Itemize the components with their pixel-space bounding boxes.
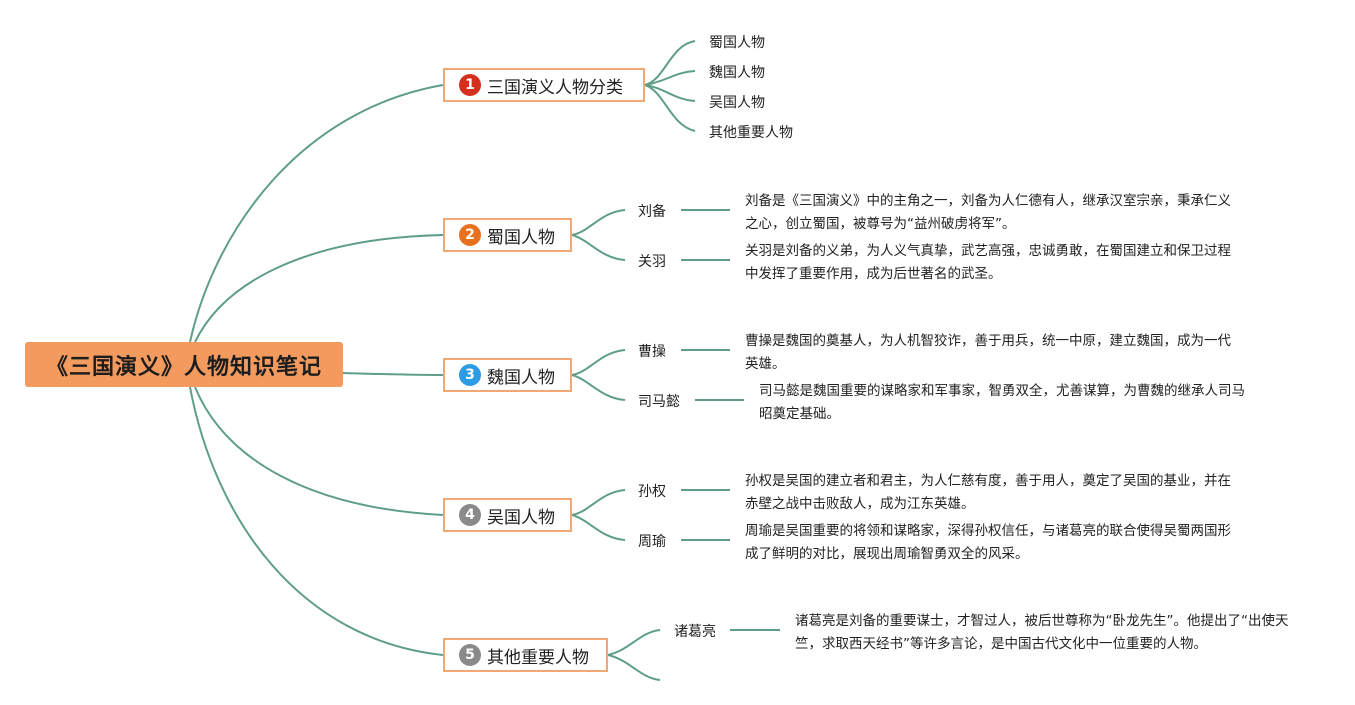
connector-root-4 <box>194 386 444 516</box>
connector-b3-caocao <box>571 349 626 376</box>
category-leaf[interactable]: 其他重要人物 <box>709 125 793 141</box>
desc-guanyu: 关羽是刘备的义弟，为人义气真挚，武艺高强，忠诚勇敢，在蜀国建立和保卫过程中发挥了… <box>745 243 1231 282</box>
connector-b3-simayi <box>571 374 626 401</box>
person-zhugeliang[interactable]: 诸葛亮 <box>674 624 716 640</box>
number-badge-1: 1 <box>459 74 481 96</box>
connector-b5-empty <box>607 654 661 681</box>
branch-1[interactable]: 1 三国演义人物分类 <box>443 68 645 102</box>
branch-4[interactable]: 4 吴国人物 <box>443 498 572 532</box>
desc-liubei: 刘备是《三国演义》中的主角之一，刘备为人仁德有人，继承汉室宗亲，秉承仁义之心，创… <box>745 193 1231 232</box>
branch-1-label: 三国演义人物分类 <box>487 77 623 98</box>
connector-root-2 <box>194 234 444 343</box>
person-sunquan[interactable]: 孙权 <box>638 484 666 500</box>
branch-3-label: 魏国人物 <box>487 367 555 388</box>
connector-b1-leaf2 <box>644 70 696 86</box>
branch-5-label: 其他重要人物 <box>487 647 589 668</box>
desc-zhugeliang: 诸葛亮是刘备的重要谋士，才智过人，被后世尊称为“卧龙先生”。他提出了“出使天竺，… <box>795 613 1289 652</box>
number-badge-5: 5 <box>459 644 481 666</box>
connector-b1-leaf4 <box>644 84 696 132</box>
category-leaf[interactable]: 蜀国人物 <box>709 35 765 51</box>
connector-b4-sunquan <box>571 489 626 516</box>
desc-sunquan: 孙权是吴国的建立者和君主，为人仁慈有度，善于用人，奠定了吴国的基业，并在赤壁之战… <box>745 473 1231 512</box>
person-zhouyu[interactable]: 周瑜 <box>638 534 666 550</box>
connector-b2-liubei <box>571 209 626 236</box>
desc-zhouyu: 周瑜是吴国重要的将领和谋略家，深得孙权信任，与诸葛亮的联合使得吴蜀两国形成了鲜明… <box>745 523 1231 562</box>
person-liubei[interactable]: 刘备 <box>638 204 666 220</box>
desc-simayi: 司马懿是魏国重要的谋略家和军事家，智勇双全，尤善谋算，为曹魏的继承人司马昭奠定基… <box>759 383 1245 422</box>
person-guanyu[interactable]: 关羽 <box>638 254 666 270</box>
connector-b2-guanyu <box>571 234 626 261</box>
category-leaf[interactable]: 吴国人物 <box>709 95 765 111</box>
number-badge-2: 2 <box>459 224 481 246</box>
number-badge-3: 3 <box>459 364 481 386</box>
branch-2-label: 蜀国人物 <box>487 227 555 248</box>
root-topic[interactable]: 《三国演义》人物知识笔记 <box>25 342 343 387</box>
connector-root-5 <box>189 386 444 656</box>
connector-root-3 <box>342 372 444 376</box>
person-simayi[interactable]: 司马懿 <box>638 394 680 410</box>
connector-root-1 <box>189 84 444 343</box>
root-title: 《三国演义》人物知识笔记 <box>45 354 322 380</box>
desc-caocao: 曹操是魏国的奠基人，为人机智狡诈，善于用兵，统一中原，建立魏国，成为一代英雄。 <box>745 333 1231 372</box>
branch-5[interactable]: 5 其他重要人物 <box>443 638 608 672</box>
connector-b5-zhugeliang <box>607 629 661 656</box>
person-caocao[interactable]: 曹操 <box>638 344 666 360</box>
branch-2[interactable]: 2 蜀国人物 <box>443 218 572 252</box>
category-leaf[interactable]: 魏国人物 <box>709 65 765 81</box>
connector-b1-leaf3 <box>644 84 696 102</box>
number-badge-4: 4 <box>459 504 481 526</box>
connector-b1-leaf1 <box>644 40 696 86</box>
connector-b4-zhouyu <box>571 514 626 541</box>
branch-4-label: 吴国人物 <box>487 507 555 528</box>
branch-3[interactable]: 3 魏国人物 <box>443 358 572 392</box>
